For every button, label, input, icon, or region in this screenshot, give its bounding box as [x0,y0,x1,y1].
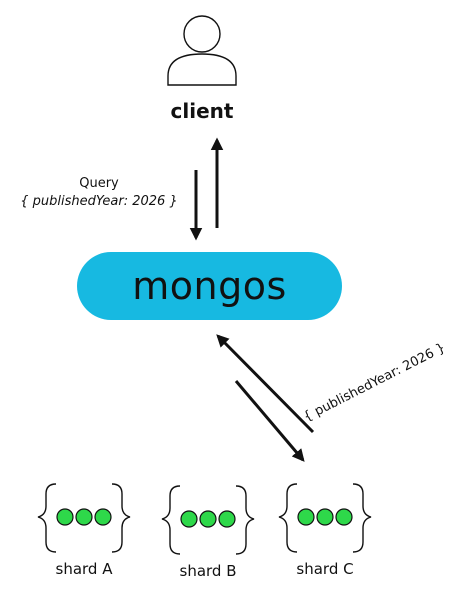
query-filter: { publishedYear: 2026 } [20,194,178,209]
query-title: Query [79,176,119,191]
client-label: client [170,99,234,123]
shard-label: shard A [55,560,113,578]
mongos-label: mongos [132,264,287,308]
arrow-mongos-to-shard [234,380,305,462]
shard-document-icon [37,483,131,553]
shard-document-icon [278,483,372,553]
arrow-shard-to-mongos [216,334,315,434]
mongos-router: mongos [77,252,342,320]
query-annotation: Query { publishedYear: 2026 } [8,175,190,211]
shard-label: shard C [296,560,354,578]
shard-b: shard B [158,480,258,590]
shard-label: shard B [179,562,237,580]
shard-document-icon [161,485,255,555]
shard-c: shard C [275,478,375,588]
shard-a: shard A [34,478,134,588]
user-icon [165,14,239,88]
shard-query-filter: { publishedYear: 2026 } [301,340,448,425]
